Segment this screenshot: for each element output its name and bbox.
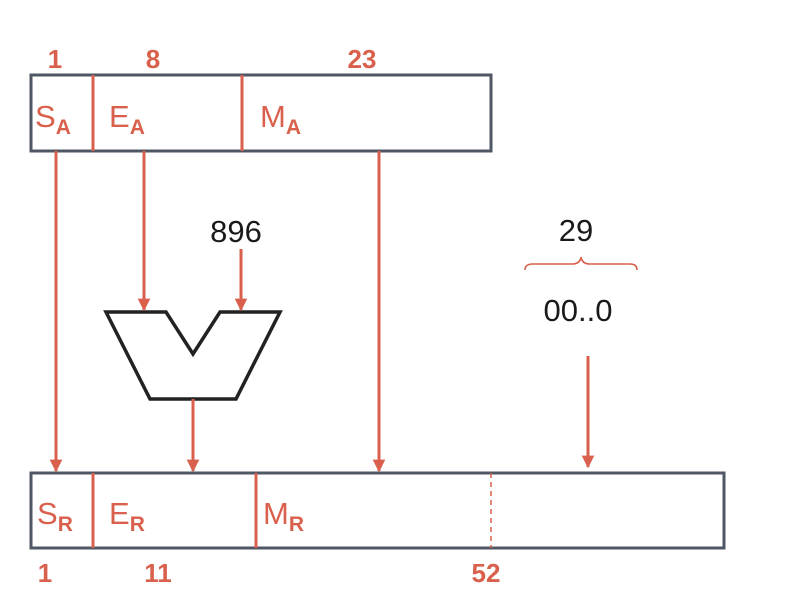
field-label-e-a: EA [109, 99, 145, 139]
single-register-box [29, 73, 493, 153]
field-label-m-r: MR [263, 496, 304, 536]
single-mantissa-width-label: 23 [348, 44, 377, 74]
bias-value-label: 896 [210, 214, 262, 249]
field-label-e-r: ER [109, 496, 145, 536]
arrows [49, 151, 595, 473]
double-precision-register: SR ER MR 1 11 52 [29, 471, 726, 588]
exponent-adder [103, 310, 283, 401]
field-label-s-r: SR [37, 496, 73, 536]
field-label-s-a: SA [35, 99, 71, 139]
padding-brace [524, 256, 638, 271]
single-precision-register: 1 8 23 SA EA MA [29, 44, 493, 153]
double-sign-width-label: 1 [38, 558, 52, 588]
adder-shape [103, 310, 283, 401]
padding-count-label: 29 [559, 213, 593, 248]
single-exponent-width-label: 8 [146, 44, 160, 74]
zero-padding: 29 00..0 [524, 213, 638, 328]
double-exponent-width-label: 11 [144, 558, 172, 588]
double-register-box [29, 471, 726, 550]
field-label-m-a: MA [260, 99, 301, 139]
single-sign-width-label: 1 [48, 44, 62, 74]
double-mantissa-width-label: 52 [472, 558, 501, 588]
padding-bits-label: 00..0 [544, 293, 613, 328]
